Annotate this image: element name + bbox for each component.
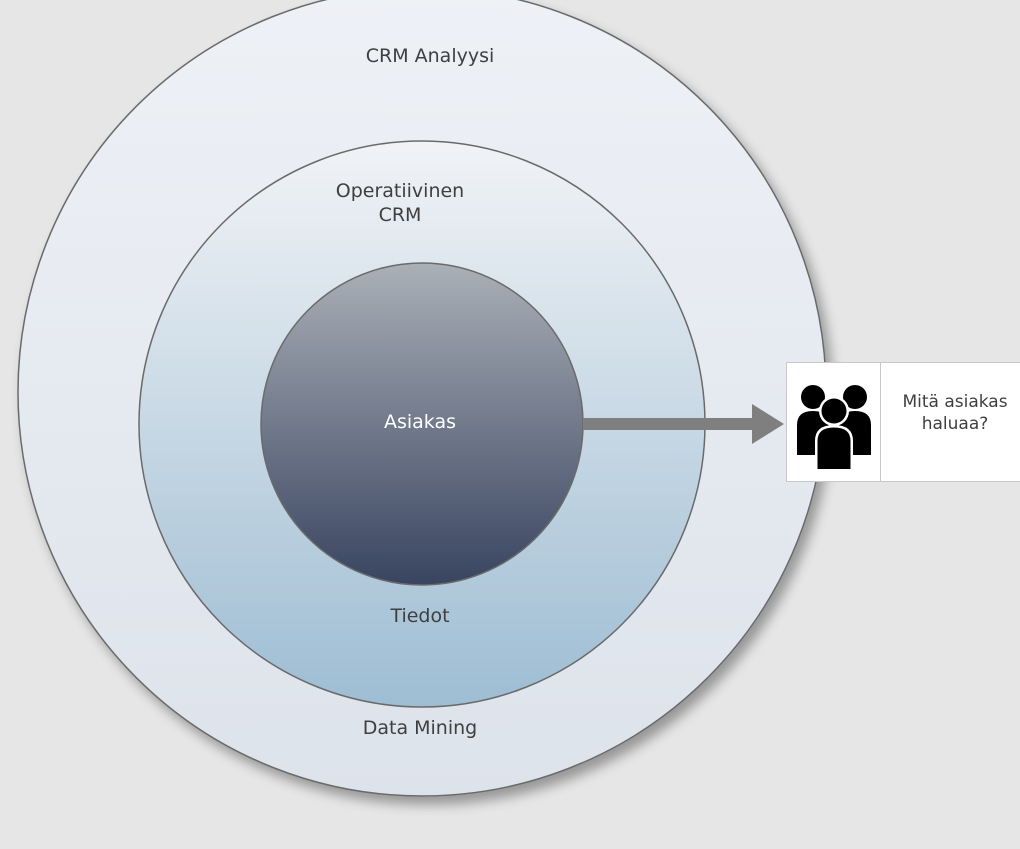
callout-question: Mitä asiakas haluaa? bbox=[883, 391, 1020, 435]
callout-question-line1: Mitä asiakas bbox=[902, 392, 1008, 412]
middle-ring-label: Operatiivinen CRM bbox=[320, 179, 480, 227]
outer-ring-label: CRM Analyysi bbox=[365, 45, 495, 67]
callout-question-line2: haluaa? bbox=[921, 414, 989, 434]
customer-callout-box: Mitä asiakas haluaa? bbox=[786, 362, 1020, 482]
arrow-head bbox=[752, 404, 784, 444]
middle-ring-label-line1: Operatiivinen bbox=[335, 180, 465, 202]
people-group-icon bbox=[797, 385, 871, 469]
callout-divider bbox=[880, 363, 881, 481]
middle-ring-label-line2: CRM bbox=[378, 204, 422, 226]
arrow-shaft bbox=[583, 418, 755, 430]
arrow-to-callout bbox=[583, 404, 784, 444]
center-label: Asiakas bbox=[383, 411, 457, 433]
inner-bottom-label: Tiedot bbox=[390, 605, 450, 627]
outer-bottom-label: Data Mining bbox=[362, 717, 478, 739]
